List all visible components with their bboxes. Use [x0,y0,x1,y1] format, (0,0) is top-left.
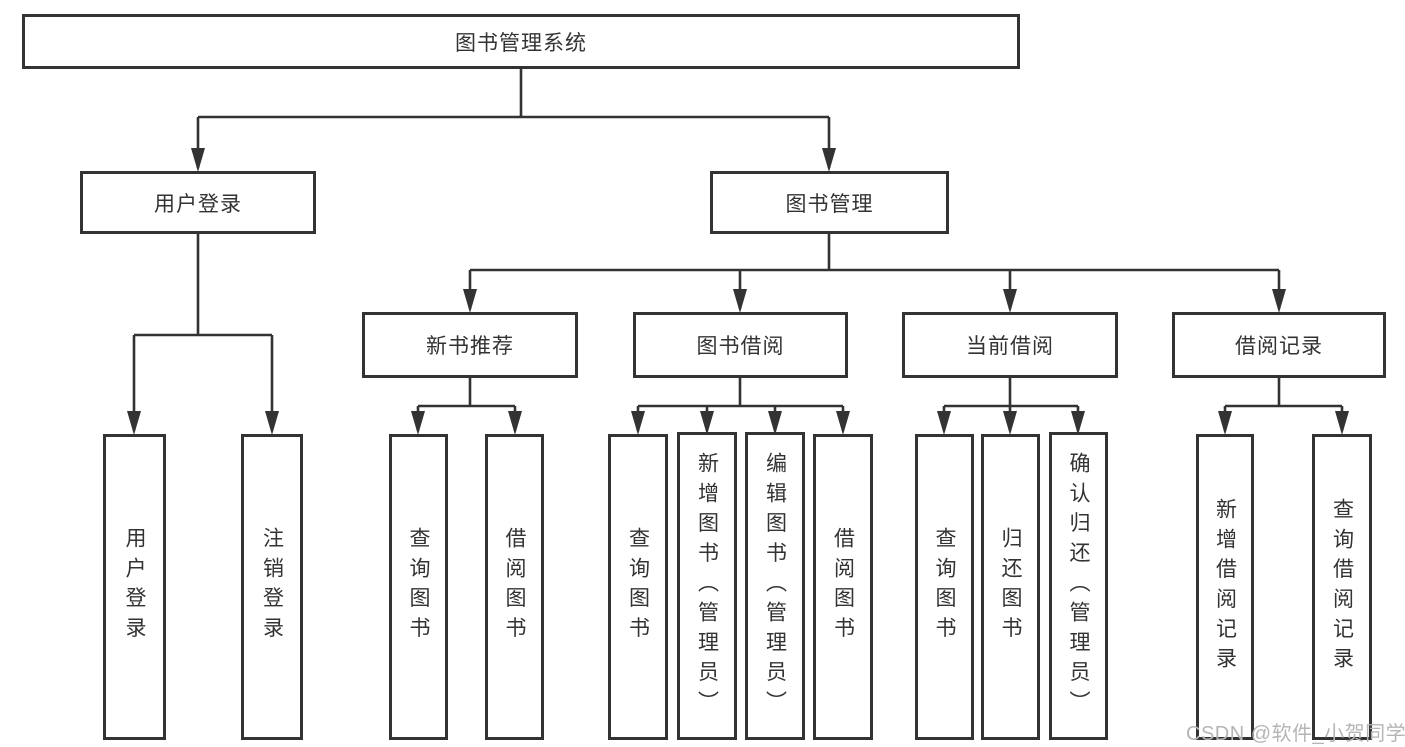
node-leaf-bb-edit-books: 编辑图书（管理员） [745,432,805,740]
node-leaf-cb-query-books-label: 查询图书 [933,527,956,647]
node-leaf-bb-add-books-label: 新增图书（管理员） [695,451,719,721]
node-book-borrow: 图书借阅 [633,312,848,378]
node-current-borrow-label: 当前借阅 [966,335,1054,358]
node-book-mgmt: 图书管理 [710,171,949,234]
connector-new-book-rec-to-leaves [411,378,522,435]
node-leaf-bb-add-books: 新增图书（管理员） [677,432,737,740]
csdn-watermark: CSDN @软件_小贺同学 [1186,723,1405,745]
node-leaf-rec-query-books: 查询图书 [389,434,448,740]
node-root-label: 图书管理系统 [455,31,587,55]
node-leaf-rec-query-books-label: 查询图书 [407,527,430,647]
node-leaf-cb-confirm-return-label: 确认归还（管理员） [1067,451,1090,721]
node-leaf-br-query-record-label: 查询借阅记录 [1330,497,1354,677]
node-book-mgmt-label: 图书管理 [785,192,874,216]
node-leaf-br-add-record-label: 新增借阅记录 [1213,497,1237,677]
node-leaf-rec-borrow-books: 借阅图书 [485,434,544,740]
node-new-book-rec: 新书推荐 [362,312,578,378]
node-leaf-cb-query-books: 查询图书 [915,434,974,740]
node-leaf-user-login-label: 用户登录 [123,527,146,647]
node-leaf-cb-return-books: 归还图书 [981,434,1040,740]
node-leaf-br-query-record: 查询借阅记录 [1312,434,1372,740]
node-leaf-bb-query-books: 查询图书 [608,434,668,740]
connector-book-mgmt-to-level3 [463,234,1286,313]
node-borrow-records: 借阅记录 [1172,312,1386,378]
node-borrow-records-label: 借阅记录 [1235,335,1323,358]
connector-current-borrow-to-leaves [937,378,1085,435]
connector-book-borrow-to-leaves [631,378,850,435]
connector-borrow-records-to-leaves [1218,378,1349,435]
node-leaf-user-login: 用户登录 [103,434,166,740]
node-leaf-bb-query-books-label: 查询图书 [626,527,650,647]
node-new-book-rec-label: 新书推荐 [426,335,514,358]
node-leaf-bb-borrow-books-label: 借阅图书 [831,527,855,647]
connector-root-to-level2 [191,68,836,172]
node-root: 图书管理系统 [22,14,1020,69]
node-leaf-logout: 注销登录 [241,434,303,740]
node-user-login: 用户登录 [80,171,316,234]
node-leaf-bb-borrow-books: 借阅图书 [813,434,873,740]
node-leaf-cb-confirm-return: 确认归还（管理员） [1049,432,1108,740]
node-leaf-rec-borrow-books-label: 借阅图书 [503,527,526,647]
node-leaf-br-add-record: 新增借阅记录 [1196,434,1254,740]
node-leaf-bb-edit-books-label: 编辑图书（管理员） [763,451,787,721]
node-current-borrow: 当前借阅 [902,312,1118,378]
connector-user-login-to-leaves [127,234,279,435]
node-leaf-logout-label: 注销登录 [260,527,284,647]
node-user-login-label: 用户登录 [154,192,242,216]
node-leaf-cb-return-books-label: 归还图书 [999,527,1022,647]
node-book-borrow-label: 图书借阅 [696,335,785,358]
